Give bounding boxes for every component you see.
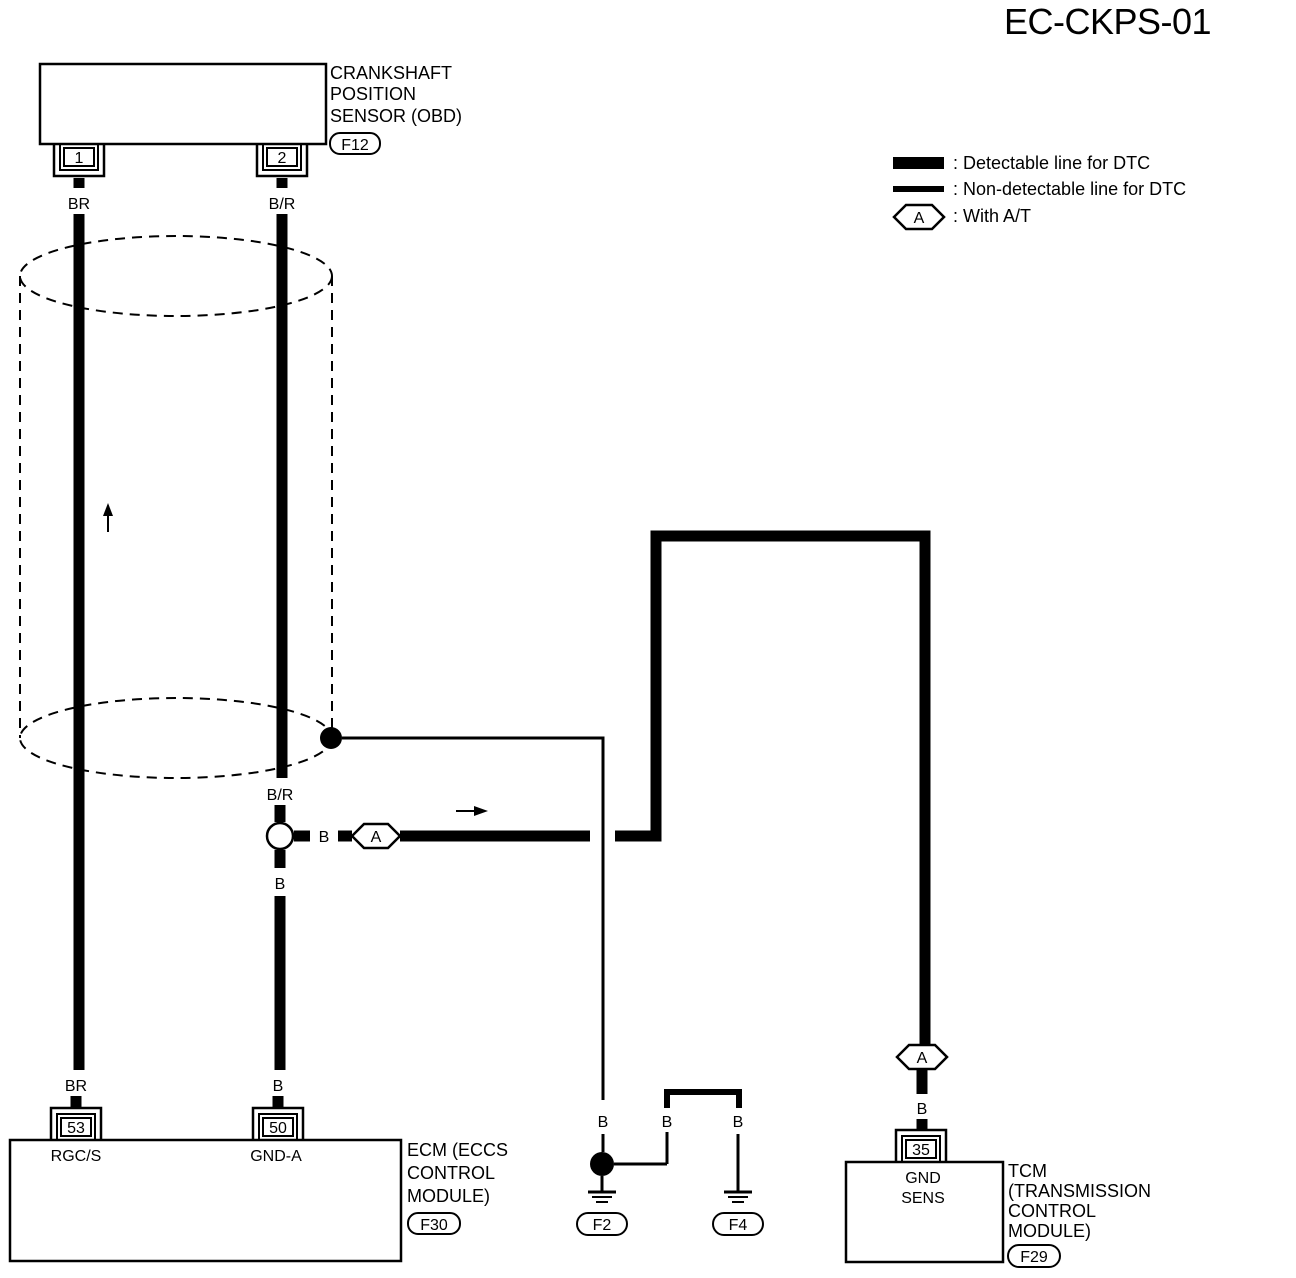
ground-splice-dot [590,1152,614,1176]
tcm-name-line-3: CONTROL [1008,1201,1096,1221]
wire-color-br-top: BR [68,196,90,213]
sensor-name-line-3: SENSOR (OBD) [330,106,462,126]
ecm-connector-badge: F30 [407,1212,461,1235]
wire-color-b-r-mid: B/R [267,787,294,804]
legend-with-at-symbol: A [892,203,946,231]
ground-f2-icon [588,1190,616,1203]
tcm-connector-badge: F29 [1007,1244,1061,1268]
ecm-pin-53-connector: 53 [49,1106,103,1140]
option-at-symbol-mid: A [350,822,402,850]
sensor-connector-label: F12 [341,137,369,154]
sensor-pin-2-label: 2 [278,150,287,167]
ground-f2-label: F2 [593,1217,612,1234]
shield-drain-wire [342,736,605,1100]
tcm-body [844,1160,1005,1264]
ecm-module: RGC/S GND-A ECM (ECCS CONTROL MODULE) F3… [8,1138,508,1263]
tcm-pin-function-line-2: SENS [901,1190,945,1207]
sensor-name-line-1: CRANKSHAFT [330,63,452,83]
sensor-pin-1-connector: 1 [52,144,106,178]
sensor-pin-2-connector: 2 [255,144,309,178]
tcm-pin-function-line-1: GND [905,1170,941,1187]
wire-color-b-junction-right: B [319,829,330,846]
wire-color-b-junction-down: B [275,876,286,893]
legend-non-detectable-swatch [893,186,944,192]
legend: : Detectable line for DTC : Non-detectab… [892,153,1186,231]
option-at-symbol-tcm-label: A [917,1050,928,1067]
ecm-pin-53-label: 53 [67,1120,85,1137]
sensor-name-line-2: POSITION [330,84,416,104]
ecm-pin-50-connector: 50 [251,1106,305,1140]
signal-arrow-up-icon [103,503,113,532]
page-title: EC-CKPS-01 [1004,1,1211,42]
signal-arrow-right-icon [456,806,488,816]
legend-with-at-label: : With A/T [953,206,1031,226]
crankshaft-position-sensor: CRANKSHAFT POSITION SENSOR (OBD) F12 [38,62,462,155]
ground-f4-icon [724,1190,752,1203]
shield-splice-dot [320,727,342,749]
ecm-body [8,1138,403,1263]
tcm-module: GND SENS TCM (TRANSMISSION CONTROL MODUL… [844,1160,1151,1268]
wire-color-b-r-top: B/R [269,196,296,213]
wire-color-b-ground-f4-right: B [733,1114,744,1131]
ground-bridge-wire [664,1089,742,1108]
legend-with-at-symbol-label: A [914,210,925,227]
sensor-pin-1-label: 1 [75,150,84,167]
legend-detectable-swatch [893,157,944,169]
tcm-name-line-4: MODULE) [1008,1221,1091,1241]
tcm-connector-label: F29 [1020,1249,1048,1266]
ground-f2-badge: F2 [576,1212,628,1236]
wire-color-b-ecm: B [273,1078,284,1095]
option-at-symbol-tcm: A [895,1043,949,1071]
ecm-pin-50-label: 50 [269,1120,287,1137]
tcm-pin-35-label: 35 [912,1142,930,1159]
wire-color-b-tcm: B [917,1101,928,1118]
wire-color-b-ground-f4-left: B [662,1114,673,1131]
tcm-name-line-1: TCM [1008,1161,1047,1181]
junction-circle [265,821,295,851]
legend-detectable-label: : Detectable line for DTC [953,153,1150,173]
ecm-pin-53-function: RGC/S [51,1148,102,1165]
ecm-name-line-1: ECM (ECCS [407,1140,508,1160]
tcm-name-line-2: (TRANSMISSION [1008,1181,1151,1201]
legend-non-detectable-label: : Non-detectable line for DTC [953,179,1186,199]
option-at-symbol-mid-label: A [371,829,382,846]
ground-f4-badge: F4 [712,1212,764,1236]
ecm-pin-50-function: GND-A [250,1148,302,1165]
wire-color-br-bottom: BR [65,1078,87,1095]
sensor-body [38,62,328,146]
b-wire-to-tcm-right [615,530,931,1045]
wire-color-b-ground-f2: B [598,1114,609,1131]
ecm-name-line-2: CONTROL [407,1163,495,1183]
ground-f4-label: F4 [729,1217,748,1234]
ecm-connector-label: F30 [420,1217,448,1234]
tcm-pin-35-connector: 35 [894,1128,948,1162]
ecm-name-line-3: MODULE) [407,1186,490,1206]
sensor-connector-badge: F12 [329,132,381,155]
